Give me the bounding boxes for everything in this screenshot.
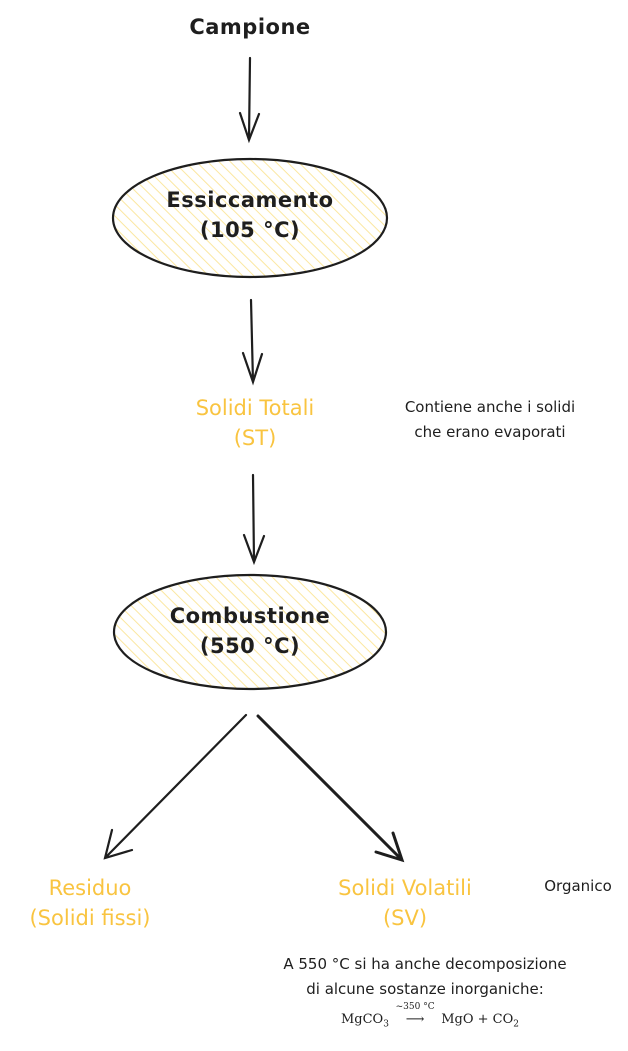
node-residuo: Residuo (Solidi fissi) [0,873,180,933]
node-essiccamento: Essiccamento (105 °C) [130,185,370,245]
solidi-totali-label: Solidi Totali [195,396,315,420]
combustione-ellipse [112,573,388,691]
solidi-volatili-label: Solidi Volatili [338,876,472,900]
formula-reactant-sub: 3 [383,1019,389,1030]
note-st: Contiene anche i solidi che erano evapor… [370,395,610,445]
arrow-campione-essiccamento [238,56,261,144]
combustione-label: Combustione [169,604,331,628]
combustione-temp: (550 °C) [199,634,301,658]
formula-arrow: ~350 °C⟶ [393,1002,437,1027]
note-decomposizione: A 550 °C si ha anche decomposizione di a… [230,952,620,1002]
solidi-volatili-abbr: (SV) [382,906,428,930]
note-decomp-line2: di alcune sostanze inorganiche: [306,980,544,998]
arrow-combustione-residuo [103,713,248,860]
note-decomp-line1: A 550 °C si ha anche decomposizione [283,955,567,973]
node-solidi-volatili: Solidi Volatili (SV) [300,873,510,933]
residuo-label: Residuo [48,876,132,900]
residuo-sub: (Solidi fissi) [29,906,151,930]
arrow-essiccamento-st [241,298,264,386]
formula-products: MgO + CO [441,1012,514,1027]
formula-reactant: MgCO [340,1012,384,1027]
arrow-combustione-sv [256,714,405,863]
node-campione: Campione [189,15,311,39]
essiccamento-ellipse [111,157,389,279]
note-st-line1: Contiene anche i solidi [404,398,576,416]
essiccamento-label: Essiccamento [166,188,334,212]
formula-condition: ~350 °C [395,1002,435,1012]
reaction-formula: MgCO3 ~350 °C⟶ MgO + CO2 [320,1002,540,1030]
node-solidi-totali: Solidi Totali (ST) [140,393,370,453]
formula-product-sub: 2 [513,1019,520,1030]
node-combustione: Combustione (550 °C) [130,601,370,661]
note-st-line2: che erano evaporati [414,423,566,441]
essiccamento-temp: (105 °C) [199,218,301,242]
solidi-totali-abbr: (ST) [233,426,277,450]
arrow-st-combustione [242,473,266,566]
note-organico: Organico [544,877,612,895]
